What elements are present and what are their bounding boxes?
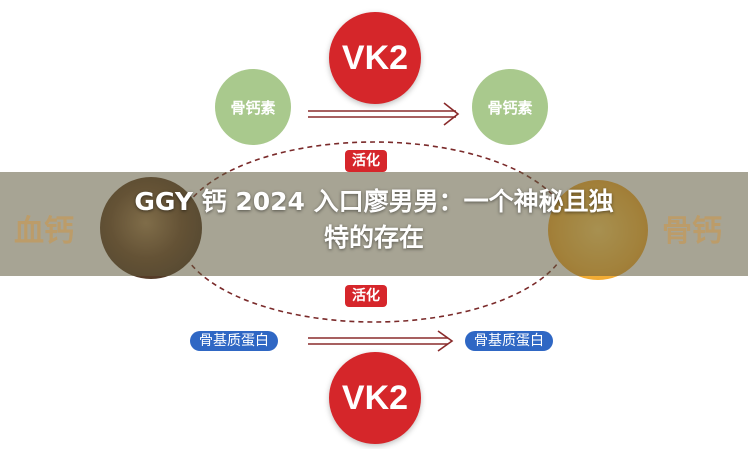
bone-calcium-ghost-label: 骨钙 bbox=[662, 214, 722, 249]
vk2-bottom-node: VK2 bbox=[329, 352, 421, 444]
vk2-top-label: VK2 bbox=[341, 38, 409, 77]
headline-line1: GGY 钙 2024 入口廖男男：一个神秘且独 bbox=[134, 187, 614, 216]
osteocalcin-right-label: 骨钙素 bbox=[487, 98, 533, 117]
osteocalcin-left-label: 骨钙素 bbox=[230, 98, 276, 117]
blood-calcium-ghost-label: 血钙 bbox=[14, 214, 74, 249]
osteocalcin-left-node: 骨钙素 bbox=[215, 69, 291, 145]
activate-badge-bottom: 活化 bbox=[345, 285, 387, 307]
arrow-bottom bbox=[308, 330, 454, 352]
vk2-top-node: VK2 bbox=[329, 12, 421, 104]
osteocalcin-right-node: 骨钙素 bbox=[472, 69, 548, 145]
arrow-top bbox=[308, 102, 460, 126]
bone-matrix-protein-right: 骨基质蛋白 bbox=[465, 331, 553, 351]
headline-text: GGY 钙 2024 入口廖男男：一个神秘且独 特的存在 bbox=[0, 184, 748, 256]
vk2-bottom-label: VK2 bbox=[341, 378, 409, 417]
activate-badge-top: 活化 bbox=[345, 150, 387, 172]
bone-matrix-protein-left: 骨基质蛋白 bbox=[190, 331, 278, 351]
headline-banner bbox=[0, 172, 748, 276]
headline-line2: 特的存在 bbox=[323, 223, 424, 252]
